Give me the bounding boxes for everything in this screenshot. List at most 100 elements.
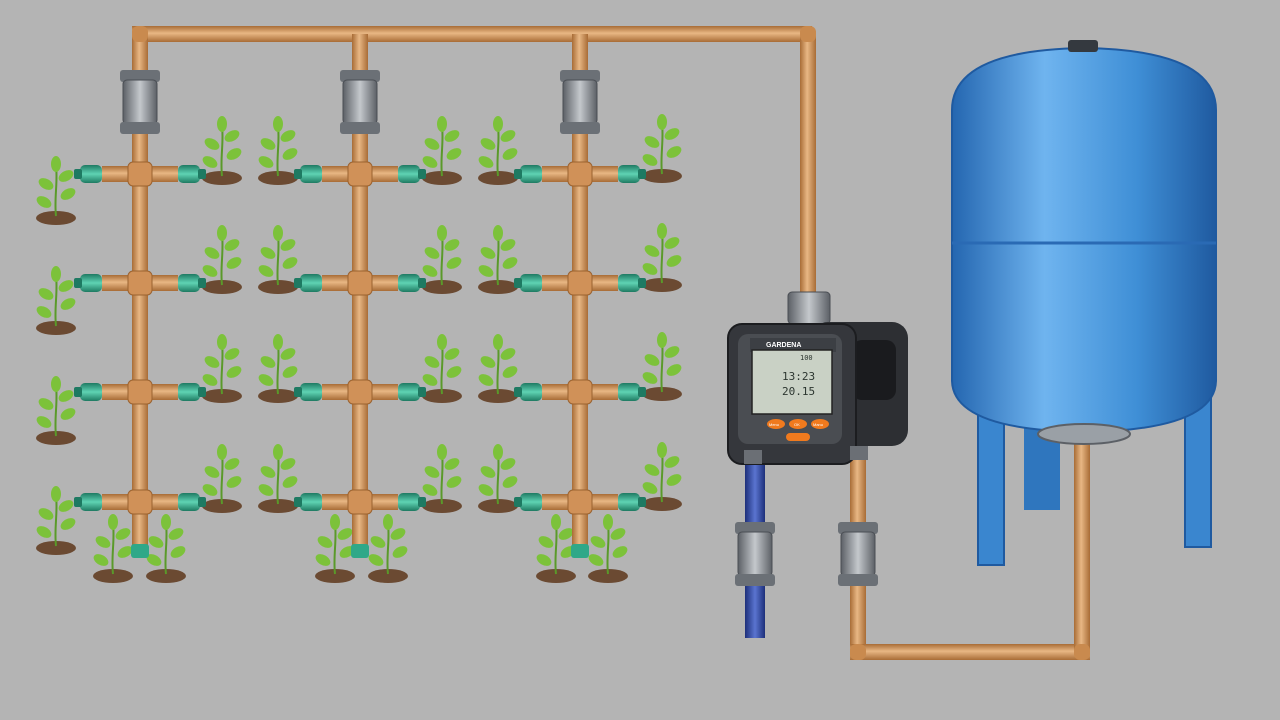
- seedling-icon: [202, 334, 242, 403]
- timer-manu-label: Manu: [813, 422, 823, 427]
- plant-leaf: [60, 518, 76, 530]
- timer-menu-button[interactable]: [767, 419, 785, 429]
- seedling-icon: [36, 486, 76, 555]
- valve-body: [737, 531, 773, 577]
- plant-leaf: [493, 225, 503, 241]
- emitter-tip: [198, 387, 206, 397]
- plant-leaf: [258, 265, 274, 277]
- pipe-tee: [127, 489, 153, 515]
- seedling-icon: [478, 334, 518, 403]
- tank-body: [951, 46, 1217, 434]
- plant-leaf: [280, 348, 296, 360]
- plant-leaf: [273, 225, 283, 241]
- emitter-tip: [418, 278, 426, 288]
- emitter-body: [300, 165, 322, 183]
- drip-emitter-icon: [398, 165, 426, 183]
- soil-mound: [202, 280, 242, 294]
- plant-leaf: [36, 306, 52, 318]
- soil-mound: [422, 499, 462, 513]
- plant-leaf: [642, 482, 658, 494]
- valve-body: [840, 531, 876, 577]
- emitter-body: [398, 274, 420, 292]
- emitter-tip: [74, 169, 82, 179]
- plants-layer: [36, 114, 682, 583]
- plant-leaf: [38, 398, 54, 410]
- soil-mound: [478, 499, 518, 513]
- elbow-bottom-left: [850, 644, 866, 660]
- plant-leaf: [280, 130, 296, 142]
- valve-nut-bottom: [560, 122, 600, 134]
- seedling-icon: [536, 514, 576, 583]
- seedling-icon: [258, 444, 298, 513]
- plant-stem: [220, 234, 224, 286]
- plant-leaf: [536, 554, 552, 566]
- emitter-body: [300, 493, 322, 511]
- soil-mound: [315, 569, 355, 583]
- timer-ok-button[interactable]: [789, 419, 807, 429]
- soil-mound: [642, 497, 682, 511]
- plant-leaf: [170, 546, 186, 558]
- soil-mound: [642, 169, 682, 183]
- plant-leaf: [368, 554, 384, 566]
- plant-leaf: [204, 356, 220, 368]
- plant-leaf: [444, 239, 460, 251]
- emitter-body: [178, 274, 200, 292]
- emitter-tip: [198, 497, 206, 507]
- plant-leaf: [612, 546, 628, 558]
- emitter-tip: [294, 278, 302, 288]
- timer-arrow-buttons[interactable]: [786, 433, 810, 441]
- drip-emitter-icon: [178, 274, 206, 292]
- drip-emitter-icon: [514, 383, 542, 401]
- plant-leaf: [38, 178, 54, 190]
- pipe-tee: [347, 270, 373, 296]
- plant-leaf: [657, 114, 667, 130]
- timer-brand-bar: [750, 338, 836, 352]
- plant-stem: [54, 385, 58, 437]
- plant-leaf: [493, 444, 503, 460]
- plant-stem: [606, 523, 610, 575]
- plant-leaf: [446, 476, 462, 488]
- plant-leaf: [148, 536, 164, 548]
- seedling-icon: [36, 156, 76, 225]
- plant-leaf: [38, 288, 54, 300]
- soil-mound: [36, 211, 76, 225]
- plant-stem: [111, 523, 115, 575]
- plant-leaf: [642, 154, 658, 166]
- emitter-tip: [514, 497, 522, 507]
- plant-leaf: [657, 332, 667, 348]
- tank-top-valve: [1068, 40, 1098, 52]
- plant-stem: [660, 232, 664, 284]
- timer-manu-button[interactable]: [811, 419, 829, 429]
- pipe-tee: [347, 379, 373, 405]
- valve-nut-bottom: [120, 122, 160, 134]
- emitter-body: [618, 383, 640, 401]
- riser-to-timer-pipe: [800, 34, 816, 296]
- emitter-body: [178, 165, 200, 183]
- seedling-icon: [36, 266, 76, 335]
- tank-outlet-pipe: [1074, 440, 1090, 652]
- plant-leaf: [226, 366, 242, 378]
- water-timer-icon: GARDENA MultiControl duo 100 13:23 20.15…: [727, 291, 908, 465]
- valve-nut-top: [120, 70, 160, 82]
- plant-leaf: [424, 138, 440, 150]
- drip-emitter-icon: [178, 165, 206, 183]
- plant-leaf: [422, 374, 438, 386]
- emitter-tip: [198, 169, 206, 179]
- plant-leaf: [500, 458, 516, 470]
- soil-mound: [422, 389, 462, 403]
- pipe-tee: [127, 270, 153, 296]
- pipe-tee: [127, 379, 153, 405]
- plant-leaf: [666, 255, 682, 267]
- plant-leaf: [664, 346, 680, 358]
- plant-leaf: [392, 546, 408, 558]
- plant-leaf: [424, 466, 440, 478]
- plant-leaf: [273, 334, 283, 350]
- plant-leaf: [38, 508, 54, 520]
- plant-leaf: [280, 239, 296, 251]
- emitter-body: [618, 165, 640, 183]
- plant-leaf: [444, 458, 460, 470]
- seedling-icon: [36, 376, 76, 445]
- pipe-tee: [567, 379, 593, 405]
- plant-stem: [333, 523, 337, 575]
